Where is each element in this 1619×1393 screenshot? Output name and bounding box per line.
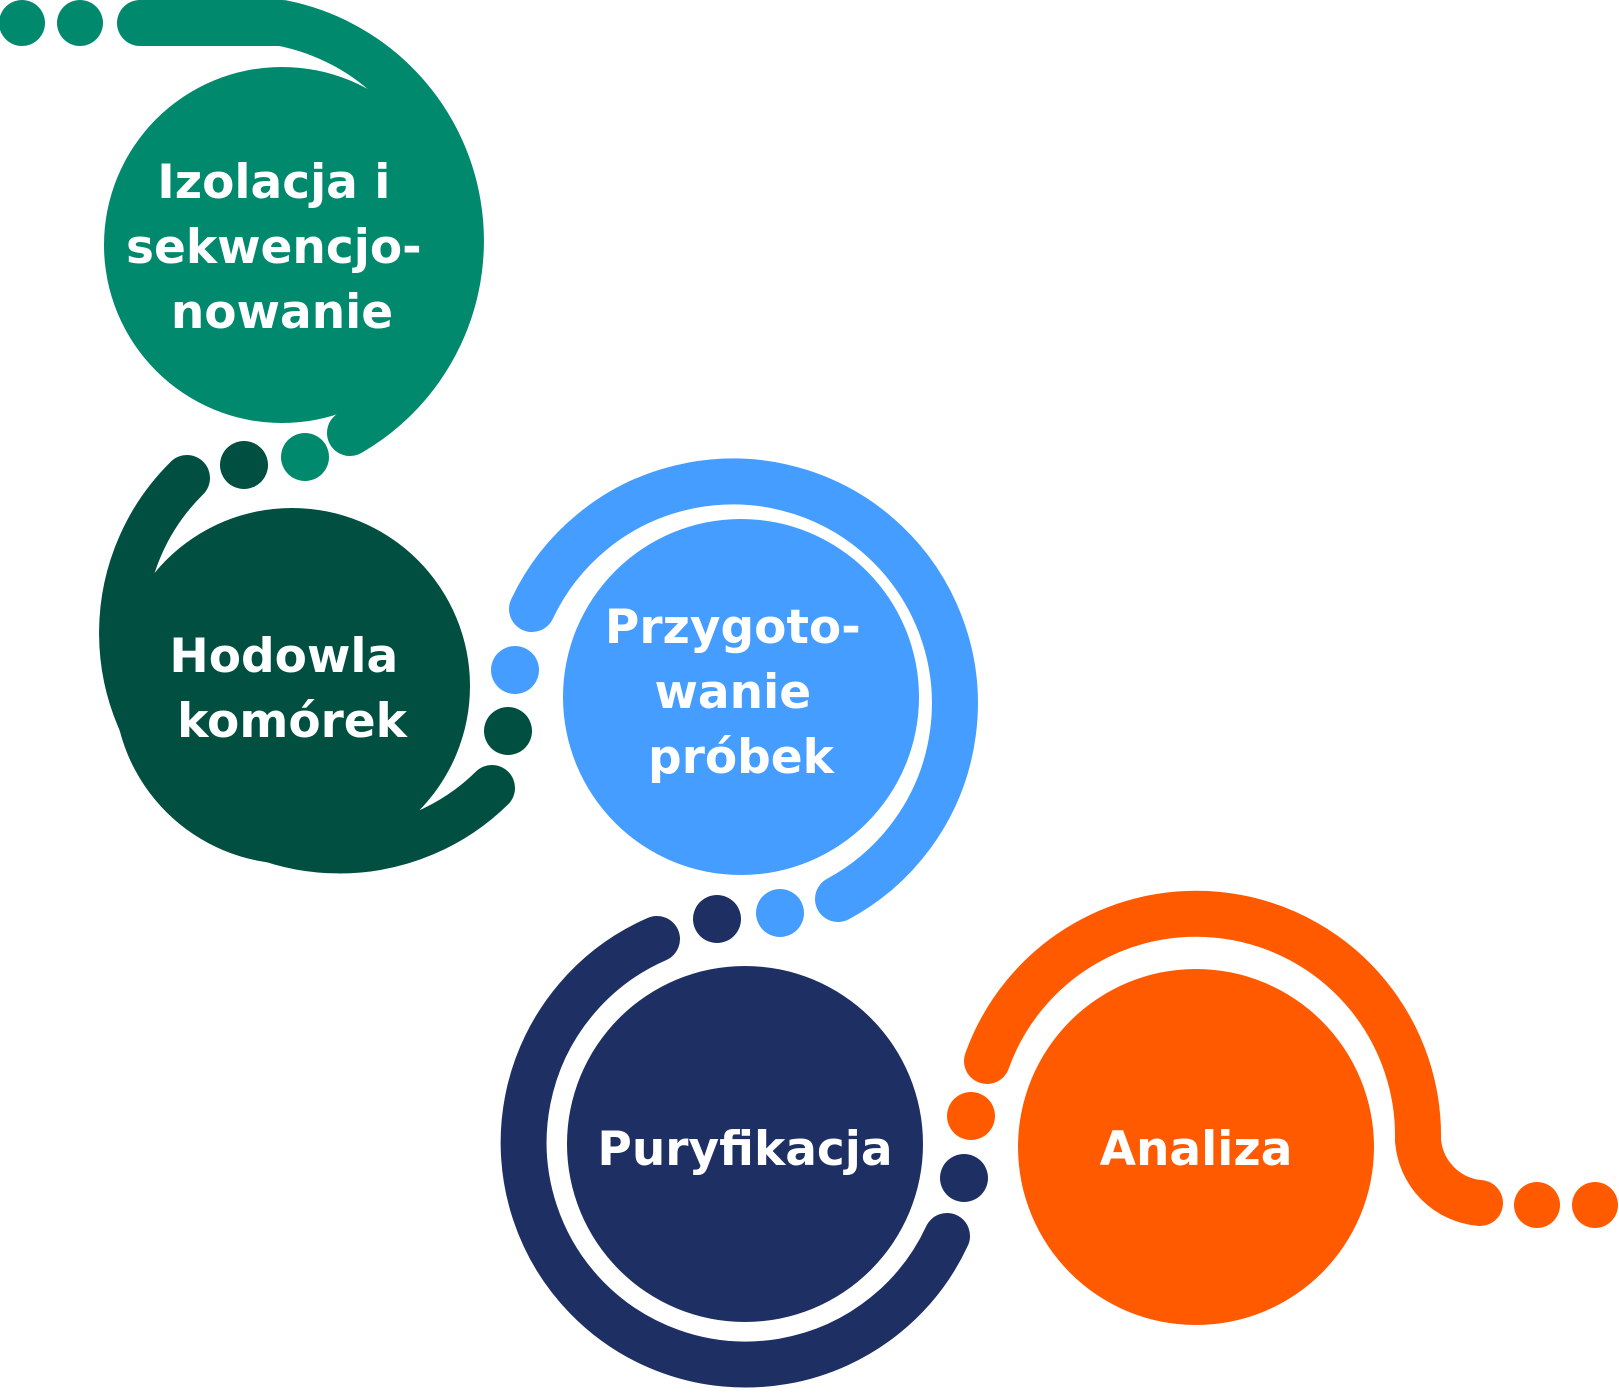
step-analysis-circle bbox=[1018, 969, 1374, 1325]
step-culture-circle bbox=[114, 508, 470, 864]
connector-dot-dark bbox=[220, 441, 268, 489]
step-isolation: Izolacja i sekwencjo- nowanie bbox=[0, 0, 484, 456]
step-isolation-arc bbox=[117, 0, 484, 456]
step-isolation-circle bbox=[104, 67, 460, 423]
step-prep-label: Przygoto- wanie próbek bbox=[605, 600, 877, 785]
step-purification-line-1: Puryfikacja bbox=[597, 1122, 892, 1177]
connector-dot-blue bbox=[491, 646, 539, 694]
step-prep-line-1: Przygoto- bbox=[605, 600, 861, 655]
step-culture: Hodowla komórek bbox=[99, 455, 515, 874]
step-culture-label: Hodowla komórek bbox=[169, 629, 414, 749]
step-isolation-line-3: nowanie bbox=[171, 285, 393, 340]
step-analysis-arc bbox=[964, 890, 1503, 1226]
connector-dot-teal bbox=[281, 433, 329, 481]
step-analysis: Analiza bbox=[964, 890, 1618, 1325]
step-isolation-line-2: sekwencjo- bbox=[126, 220, 422, 275]
dot-lead-1 bbox=[0, 0, 45, 46]
step-analysis-line-1: Analiza bbox=[1100, 1122, 1293, 1177]
step-culture-line-2: komórek bbox=[177, 694, 409, 749]
step-purification-label: Puryfikacja bbox=[597, 1122, 892, 1177]
connector-dot-blue bbox=[756, 889, 804, 937]
step-prep-circle bbox=[563, 519, 919, 875]
dot-tail-1 bbox=[1514, 1182, 1560, 1228]
connector-dot-navy bbox=[940, 1154, 988, 1202]
step-isolation-label: Izolacja i sekwencjo- nowanie bbox=[126, 155, 438, 340]
step-prep-arc bbox=[509, 458, 978, 922]
connector-dot-dark bbox=[484, 707, 532, 755]
step-prep-line-3: próbek bbox=[648, 730, 836, 785]
step-purification-arc bbox=[500, 916, 970, 1388]
connector-dot-navy bbox=[693, 895, 741, 943]
step-analysis-label: Analiza bbox=[1100, 1122, 1293, 1177]
dot-tail-2 bbox=[1572, 1182, 1618, 1228]
step-prep-line-2: wanie bbox=[655, 665, 812, 720]
step-prep: Przygoto- wanie próbek bbox=[509, 458, 978, 922]
step-purification-circle bbox=[567, 966, 923, 1322]
step-purification: Puryfikacja bbox=[500, 916, 970, 1388]
step-isolation-line-1: Izolacja i bbox=[157, 155, 390, 210]
step-culture-line-1: Hodowla bbox=[169, 629, 398, 684]
connector-dot-orange bbox=[947, 1092, 995, 1140]
dot-lead-2 bbox=[57, 0, 103, 46]
